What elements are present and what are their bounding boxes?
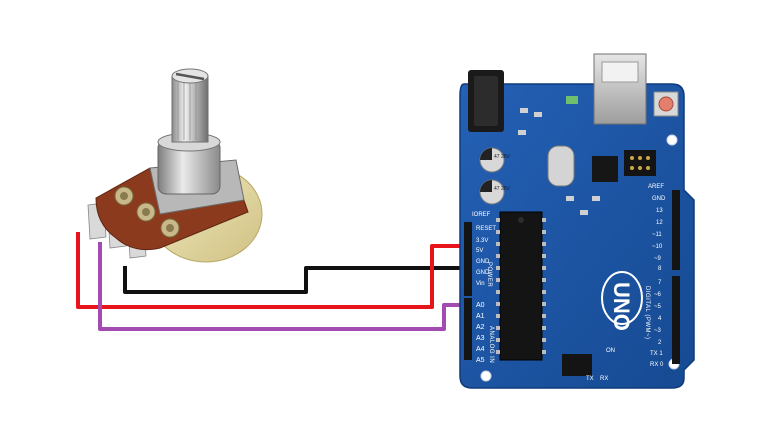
pin-a1: A1 [476,313,485,320]
icsp-header-top [624,150,656,176]
pin-a3: A3 [476,335,485,342]
digital-label: DIGITAL (PWM~) [644,286,650,340]
potentiometer-terminals [114,186,180,238]
pin-5v: 5V [476,248,483,254]
rx-led-label: RX [600,376,608,382]
pin-a5: A5 [476,357,485,364]
svg-text:2: 2 [658,340,662,346]
svg-text:47 25V: 47 25V [494,154,511,160]
icsp-header-bottom [562,354,592,376]
svg-text:~11: ~11 [652,232,662,238]
crystal-oscillator [547,145,575,187]
reset-button[interactable] [653,91,679,117]
svg-text:7: 7 [658,280,662,286]
pin-gnd-1: GND [476,259,490,265]
capacitor-2: 47 25V [479,179,511,205]
usb-connector [593,53,647,125]
digital-header-top [672,190,680,270]
svg-text:~6: ~6 [654,292,662,298]
potentiometer [87,68,263,263]
pin-gnd-2: GND [476,270,490,276]
pin-a4: A4 [476,346,485,353]
svg-text:~3: ~3 [654,328,662,334]
uno-logo: UNO [601,271,643,331]
pin-vin: Vin [476,281,485,287]
pin-reset: RESET [476,226,496,232]
svg-text:8: 8 [658,266,662,272]
pin-a2: A2 [476,324,485,331]
microcontroller-chip [496,211,546,361]
on-led-label: ON [606,348,615,354]
signal-wire [98,242,464,331]
svg-text:UNO: UNO [609,282,634,331]
tx-led-label: TX [586,376,594,382]
pin-a0: A0 [476,302,485,309]
capacitor-1: 47 25V [479,147,511,173]
svg-text:~9: ~9 [654,256,662,262]
ground-wire [123,266,464,294]
arduino-uno-board: 47 25V 47 25V UNO [459,53,695,389]
aref-label: AREF [648,184,664,190]
svg-text:4: 4 [658,316,662,322]
svg-text:GND: GND [652,196,666,202]
power-wire [76,232,464,309]
power-header [464,222,472,296]
digital-header-bottom [672,276,680,364]
usb-chip [592,156,618,182]
smd-components [518,96,600,215]
svg-text:13: 13 [656,208,663,214]
pin-3v3: 3.3V [476,238,488,244]
wires [76,232,464,331]
power-jack [468,70,504,132]
svg-text:TX 1: TX 1 [650,351,663,357]
analog-header [464,298,472,360]
analog-pin-labels: A0 A1 A2 A3 A4 A5 ANALOG IN [476,302,494,364]
svg-text:~10: ~10 [652,244,663,250]
svg-text:47 25V: 47 25V [494,186,511,192]
svg-text:12: 12 [656,220,663,226]
ioref-label: IOREF [472,212,491,218]
svg-text:RX 0: RX 0 [650,362,664,368]
power-pin-labels: RESET 3.3V 5V GND GND Vin POWER [476,226,496,287]
digital-pin-labels: AREF GND 13 12 ~11 ~10 ~9 8 7 ~6 ~5 4 ~3… [644,184,666,368]
power-label: POWER [486,262,492,287]
svg-text:~5: ~5 [654,304,662,310]
analog-label: ANALOG IN [488,326,494,363]
